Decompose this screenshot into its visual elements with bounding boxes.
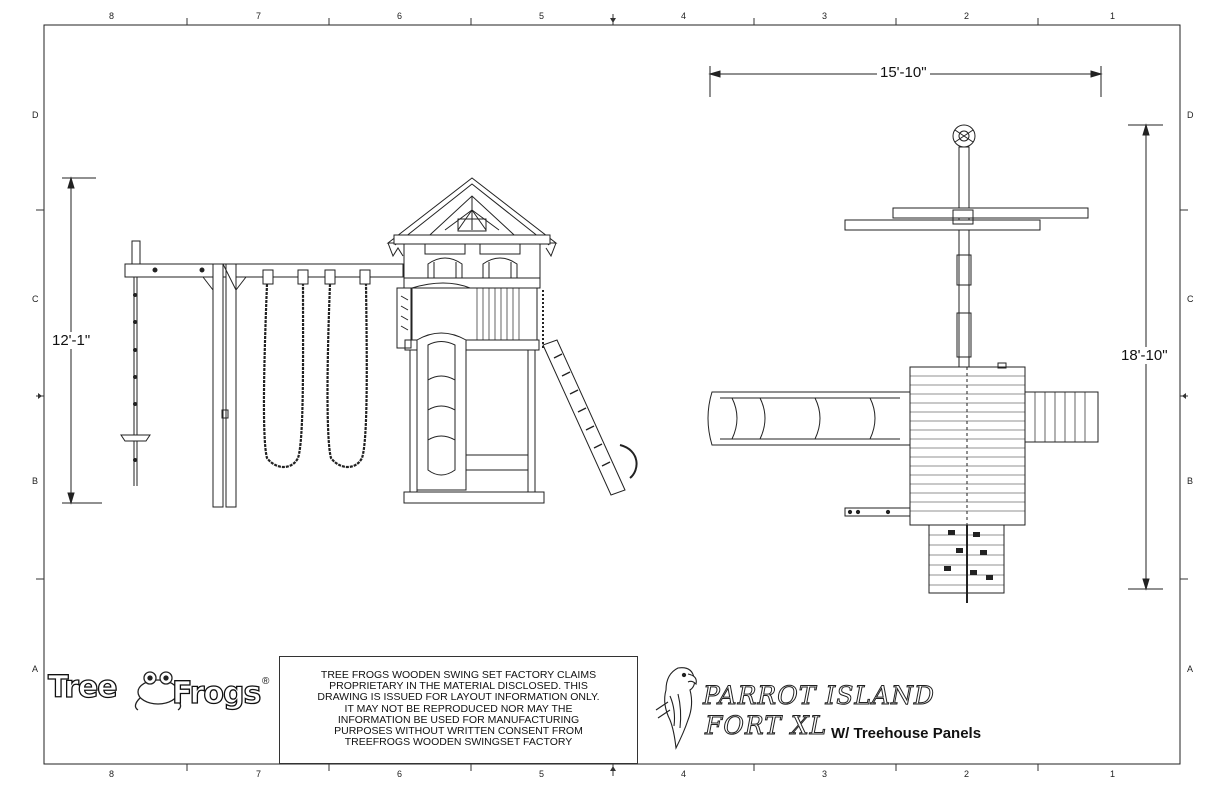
- zone-col-3-bottom: 3: [822, 769, 828, 779]
- brand-text-frogs: Frogs: [171, 675, 262, 711]
- zone-col-1-top: 1: [1110, 11, 1116, 21]
- zone-col-4-bottom: 4: [681, 769, 687, 779]
- zone-col-3-top: 3: [822, 11, 828, 21]
- tree-frogs-logo: Tree Frogs ®: [47, 662, 278, 714]
- parrot-icon: [655, 667, 697, 750]
- zone-col-5-top: 5: [539, 11, 545, 21]
- zone-row-d-right: D: [1187, 110, 1194, 120]
- product-title-line2: FORT XL: [705, 711, 828, 741]
- disclaimer-line: TREE FROGS WOODEN SWING SET FACTORY CLAI…: [320, 669, 597, 681]
- disclaimer-box: TREE FROGS WOODEN SWING SET FACTORY CLAI…: [279, 656, 638, 764]
- zone-col-2-bottom: 2: [964, 769, 970, 779]
- zone-row-d-left: D: [32, 110, 39, 120]
- zone-col-8-top: 8: [109, 11, 115, 21]
- zone-col-6-bottom: 6: [397, 769, 403, 779]
- zone-row-b-right: B: [1187, 476, 1194, 486]
- disclaimer-line: PROPRIETARY IN THE MATERIAL DISCLOSED. T…: [329, 680, 588, 693]
- disclaimer-line: IT MAY NOT BE REPRODUCED NOR MAY THE: [344, 702, 573, 715]
- frog-icon: [134, 671, 182, 711]
- zone-col-5-bottom: 5: [539, 769, 545, 779]
- zone-row-c-left: C: [32, 294, 39, 304]
- brand-text-tree: Tree: [47, 669, 118, 705]
- width-dimension-label: 15'-10": [877, 64, 930, 81]
- disclaimer-line: DRAWING IS ISSUED FOR LAYOUT INFORMATION…: [317, 691, 600, 704]
- product-title: PARROT ISLAND FORT XL: [703, 681, 935, 741]
- registered-mark: ®: [262, 676, 270, 687]
- zone-col-1-bottom: 1: [1110, 769, 1116, 779]
- product-title-line1: PARROT ISLAND: [703, 681, 935, 711]
- zone-row-c-right: C: [1187, 294, 1194, 304]
- product-subtitle: W/ Treehouse Panels: [831, 725, 982, 742]
- height-dimension-label: 12'-1": [49, 332, 94, 349]
- zone-row-b-left: B: [32, 476, 39, 486]
- disclaimer-line: INFORMATION BE USED FOR MANUFACTURING: [337, 713, 580, 726]
- zone-col-6-top: 6: [397, 11, 403, 21]
- zone-col-8-bottom: 8: [109, 769, 115, 779]
- disclaimer-line: PURPOSES WITHOUT WRITTEN CONSENT FROM: [334, 725, 583, 738]
- zone-col-7-bottom: 7: [256, 769, 262, 779]
- disclaimer-line: TREEFROGS WOODEN SWINGSET FACTORY: [344, 736, 573, 749]
- zone-col-2-top: 2: [964, 11, 970, 21]
- zone-col-7-top: 7: [256, 11, 262, 21]
- depth-dimension-label: 18'-10": [1118, 347, 1171, 364]
- zone-row-a-left: A: [32, 664, 39, 674]
- zone-row-a-right: A: [1187, 664, 1194, 674]
- zone-col-4-top: 4: [681, 11, 687, 21]
